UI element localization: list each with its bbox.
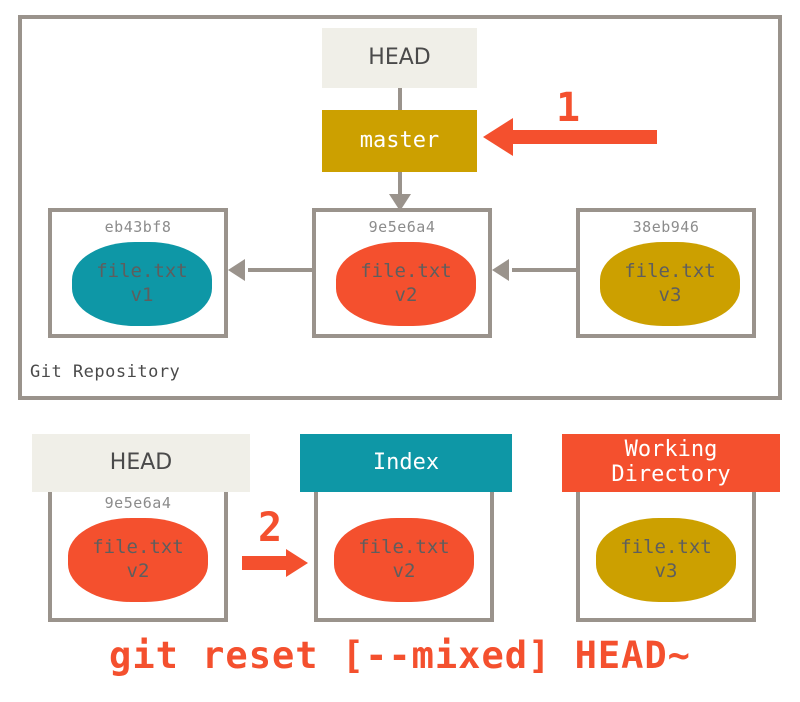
repo-master-box: master [322, 110, 477, 172]
step-2-number: 2 [258, 505, 283, 551]
step-1-arrow-head [483, 118, 513, 156]
commit-blob-1-file: file.txt [96, 260, 188, 283]
tree-workdir-header: Working Directory [562, 434, 780, 492]
tree-workdir-blob: file.txt v3 [596, 518, 736, 602]
git-repository-frame [18, 15, 782, 400]
commit-blob-3-file: file.txt [624, 260, 716, 283]
tree-index-header-label: Index [372, 449, 440, 475]
commit3-to-commit2-line [512, 268, 580, 272]
tree-head-hash: 9e5e6a4 [104, 494, 172, 512]
commit-blob-1-version: v1 [130, 284, 154, 306]
step-2-arrow-shaft [242, 556, 286, 570]
tree-index-blob-file: file.txt [358, 536, 450, 559]
commit-box-1: eb43bf8 file.txt v1 [48, 208, 228, 338]
commit-hash-3: 38eb946 [632, 218, 700, 236]
step-1-arrow-shaft [513, 130, 657, 144]
commit-blob-3-version: v3 [658, 284, 682, 306]
tree-index-header: Index [300, 434, 512, 492]
tree-index-blob: file.txt v2 [334, 518, 474, 602]
repo-head-box: HEAD [322, 28, 477, 88]
commit3-to-commit2-arrowhead [492, 259, 509, 281]
commit-blob-2-version: v2 [394, 284, 418, 306]
step-2-arrow-head [286, 549, 308, 577]
commit2-to-commit1-line [248, 268, 316, 272]
git-repository-label: Git Repository [30, 362, 181, 382]
commit2-to-commit1-arrowhead [228, 259, 245, 281]
commit-blob-3: file.txt v3 [600, 242, 740, 326]
tree-head-box: 9e5e6a4 file.txt v2 [48, 492, 228, 622]
tree-workdir-header-line1: Working [624, 437, 718, 463]
commit-hash-2: 9e5e6a4 [368, 218, 436, 236]
tree-workdir-header-line2: Directory [611, 462, 731, 487]
commit-blob-2: file.txt v2 [336, 242, 476, 326]
commit-blob-1: file.txt v1 [72, 242, 212, 326]
diagram-caption: git reset [--mixed] HEAD~ [109, 634, 691, 677]
step-1-number: 1 [556, 85, 581, 131]
tree-head-blob-file: file.txt [92, 536, 184, 559]
commit-hash-1: eb43bf8 [104, 218, 172, 236]
repo-master-label: master [359, 127, 440, 153]
master-to-commit-line [398, 172, 402, 197]
commit-box-3: 38eb946 file.txt v3 [576, 208, 756, 338]
tree-index-box: file.txt v2 [314, 492, 494, 622]
repo-head-label: HEAD [368, 44, 431, 70]
tree-head-blob-version: v2 [126, 560, 150, 582]
tree-workdir-box: file.txt v3 [576, 492, 756, 622]
commit-blob-2-file: file.txt [360, 260, 452, 283]
tree-workdir-blob-file: file.txt [620, 536, 712, 559]
tree-head-header-label: HEAD [109, 449, 173, 475]
tree-head-blob: file.txt v2 [68, 518, 208, 602]
head-to-master-line [398, 88, 402, 110]
tree-head-header: HEAD [32, 434, 250, 492]
tree-workdir-blob-version: v3 [654, 560, 678, 582]
master-to-commit-arrowhead [389, 194, 411, 211]
tree-index-blob-version: v2 [392, 560, 416, 582]
commit-box-2: 9e5e6a4 file.txt v2 [312, 208, 492, 338]
